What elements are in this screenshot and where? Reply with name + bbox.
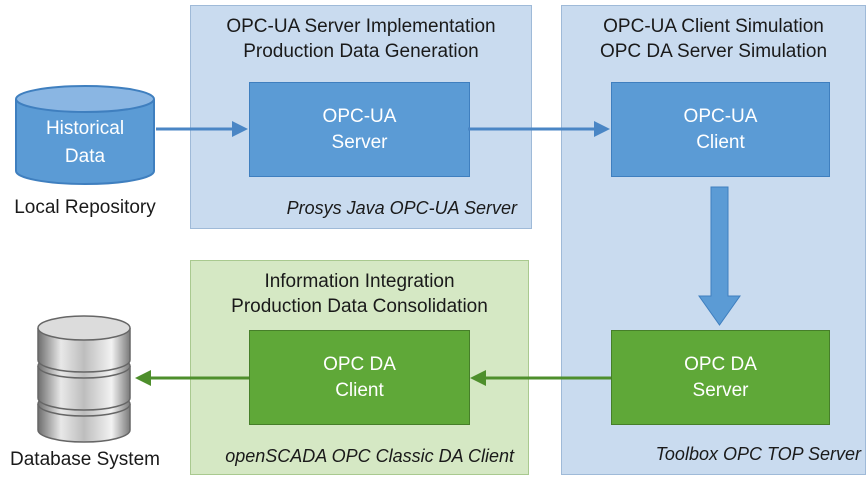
historical-data-line2: Data [64, 146, 106, 167]
opcua-server-node: OPC-UA Server [249, 82, 470, 177]
opcda-server-line2: Server [692, 379, 749, 401]
database-stack-icon [37, 315, 131, 443]
opcua-server-line1: OPC-UA [322, 105, 397, 127]
historical-data-line1: Historical [45, 118, 125, 139]
opcda-server-node: OPC DA Server [611, 330, 830, 425]
opcda-client-node: OPC DA Client [249, 330, 470, 425]
opcua-client-line1: OPC-UA [683, 105, 758, 127]
cylinder-icon [15, 85, 155, 185]
local-repository-caption: Local Repository [14, 197, 156, 218]
opcua-server-line2: Server [331, 131, 388, 153]
opcua-client-node: OPC-UA Client [611, 82, 830, 177]
database-system-caption: Database System [10, 449, 160, 470]
server-implementation-panel: OPC-UA Server Implementation Production … [190, 5, 532, 229]
panel-title-line1: OPC-UA Server Implementation [226, 16, 496, 37]
panel-title-line1: OPC-UA Client Simulation [603, 16, 824, 37]
panel-footer: Toolbox OPC TOP Server [655, 444, 861, 464]
panel-title-line1: Information Integration [264, 271, 455, 292]
opcda-server-line1: OPC DA [684, 353, 757, 375]
historical-data-label: Historical Data [14, 115, 156, 171]
panel-title-line2: Production Data Consolidation [231, 296, 488, 317]
opcda-client-line2: Client [335, 379, 384, 401]
opcua-client-line2: Client [696, 131, 745, 153]
opcda-client-line1: OPC DA [323, 353, 396, 375]
panel-footer: openSCADA OPC Classic DA Client [225, 446, 514, 466]
panel-footer: Prosys Java OPC-UA Server [286, 198, 517, 218]
panel-title-line2: Production Data Generation [243, 41, 479, 62]
panel-title-line2: OPC DA Server Simulation [599, 41, 828, 62]
